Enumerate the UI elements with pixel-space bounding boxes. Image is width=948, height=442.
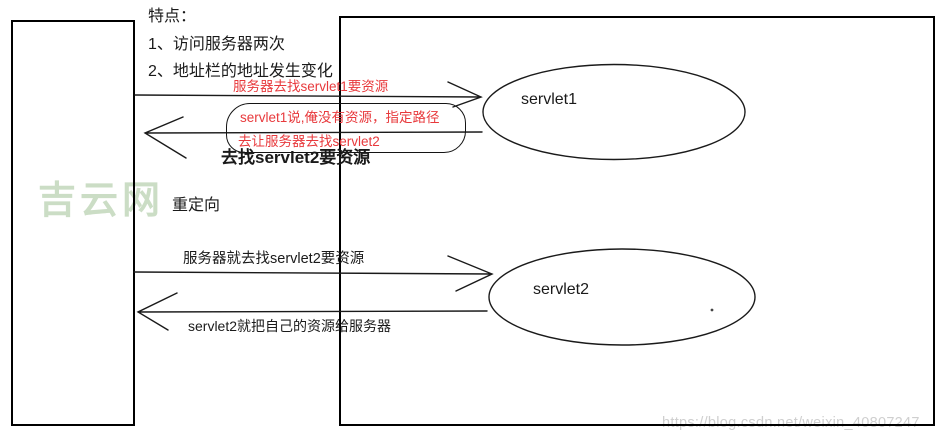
request1-label: 服务器去找servlet1要资源 [233,79,389,94]
servlet1-node-label: servlet1 [521,91,578,108]
servlet1-reply-callout [226,103,466,153]
servlet1-ellipse [482,63,746,161]
callout-line-1: servlet1说,俺没有资源，指定路径 [240,110,440,125]
client-box [11,20,135,426]
request2-label: 服务器就去找servlet2要资源 [183,251,365,267]
stray-dot [710,308,714,312]
arrow-request-servlet2 [133,255,494,292]
response2-label: servlet2就把自己的资源给服务器 [188,318,392,334]
features-title: 特点： [148,8,197,25]
url-watermark: https://blog.csdn.net/weixin_40807247 [662,415,920,431]
arrow-request-servlet1 [134,81,483,108]
redirect-label: 重定向 [172,197,221,214]
servlet2-ellipse [488,248,756,346]
site-watermark: 吉云网 [38,180,165,222]
server-box [339,16,935,426]
servlet2-node-label: servlet2 [533,281,590,298]
callout-line-2: 去让服务器去找servlet2 [238,134,380,149]
arrow-servlet2-response [136,292,488,331]
go-find-servlet2-note: 去找servlet2要资源 [221,148,371,167]
feature-item-1: 1、访问服务器两次 [148,36,285,53]
arrow-servlet1-reply [143,116,483,159]
feature-item-2: 2、地址栏的地址发生变化 [148,63,333,80]
